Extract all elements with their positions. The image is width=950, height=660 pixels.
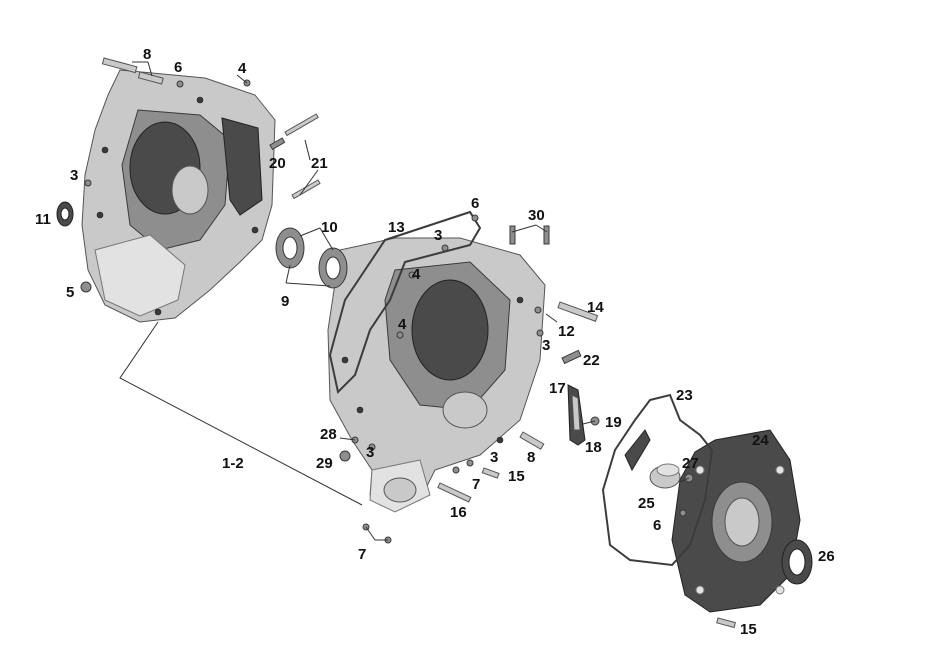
bearing-shells bbox=[275, 227, 348, 289]
bolt-15-lower bbox=[716, 617, 736, 629]
strainer-17-18 bbox=[567, 384, 586, 446]
bushing-25 bbox=[649, 463, 681, 489]
bolt-16 bbox=[437, 482, 472, 503]
hooks-30 bbox=[509, 225, 550, 245]
gasket-23-strip bbox=[624, 429, 651, 472]
callout-10: 10 bbox=[321, 219, 338, 236]
callout-8: 8 bbox=[527, 449, 535, 466]
callout-17: 17 bbox=[549, 380, 566, 397]
oil-seal-26 bbox=[781, 539, 813, 585]
callout-9: 9 bbox=[281, 293, 289, 310]
callout-3: 3 bbox=[490, 449, 498, 466]
bolt-15-upper bbox=[481, 467, 500, 479]
callout-16: 16 bbox=[450, 504, 467, 521]
callout-7: 7 bbox=[358, 546, 366, 563]
callout-15: 15 bbox=[740, 621, 757, 638]
callout-22: 22 bbox=[583, 352, 600, 369]
callout-18: 18 bbox=[585, 439, 602, 456]
callout-20: 20 bbox=[269, 155, 286, 172]
dowel-pins-8 bbox=[101, 57, 164, 85]
callout-15: 15 bbox=[508, 468, 525, 485]
callout-19: 19 bbox=[605, 414, 622, 431]
callout-4: 4 bbox=[238, 60, 247, 77]
gasket-13 bbox=[328, 210, 482, 395]
callout-6: 6 bbox=[174, 59, 182, 76]
callout-5: 5 bbox=[66, 284, 74, 301]
right-cover bbox=[671, 429, 801, 613]
callout-25: 25 bbox=[638, 495, 655, 512]
center-crankcase-half bbox=[327, 237, 546, 513]
callout-11: 11 bbox=[35, 211, 51, 228]
bolt-14 bbox=[557, 301, 599, 322]
callout-4: 4 bbox=[412, 266, 421, 283]
left-crankcase-half bbox=[81, 69, 276, 323]
callout-labels: 1-2 3 3 3 3 3 4 4 4 5 6 6 6 7 7 8 8 9 10… bbox=[35, 46, 835, 638]
callout-12: 12 bbox=[558, 323, 575, 340]
callout-14: 14 bbox=[587, 299, 604, 316]
callout-4: 4 bbox=[398, 316, 407, 333]
studs-20-21 bbox=[269, 113, 321, 200]
callout-8: 8 bbox=[143, 46, 151, 63]
callout-23: 23 bbox=[676, 387, 693, 404]
callout-26: 26 bbox=[818, 548, 835, 565]
callout-6: 6 bbox=[471, 195, 479, 212]
pin-22 bbox=[561, 349, 582, 365]
callout-30: 30 bbox=[528, 207, 545, 224]
callout-3: 3 bbox=[542, 337, 550, 354]
cover-gasket-23 bbox=[601, 393, 714, 567]
callout-24: 24 bbox=[752, 432, 769, 449]
seal-11 bbox=[56, 201, 74, 227]
callout-3: 3 bbox=[434, 227, 442, 244]
callout-27: 27 bbox=[682, 455, 699, 472]
leader-lines bbox=[119, 61, 690, 541]
callout-3: 3 bbox=[70, 167, 78, 184]
callout-28: 28 bbox=[320, 426, 337, 443]
callout-29: 29 bbox=[316, 455, 333, 472]
dowel-8-lower bbox=[519, 431, 545, 450]
callout-3: 3 bbox=[366, 444, 374, 461]
callout-13: 13 bbox=[388, 219, 405, 236]
callout-7: 7 bbox=[472, 476, 480, 493]
callout-6: 6 bbox=[653, 517, 661, 534]
callout-1-2: 1-2 bbox=[222, 455, 244, 472]
callout-21: 21 bbox=[311, 155, 328, 172]
